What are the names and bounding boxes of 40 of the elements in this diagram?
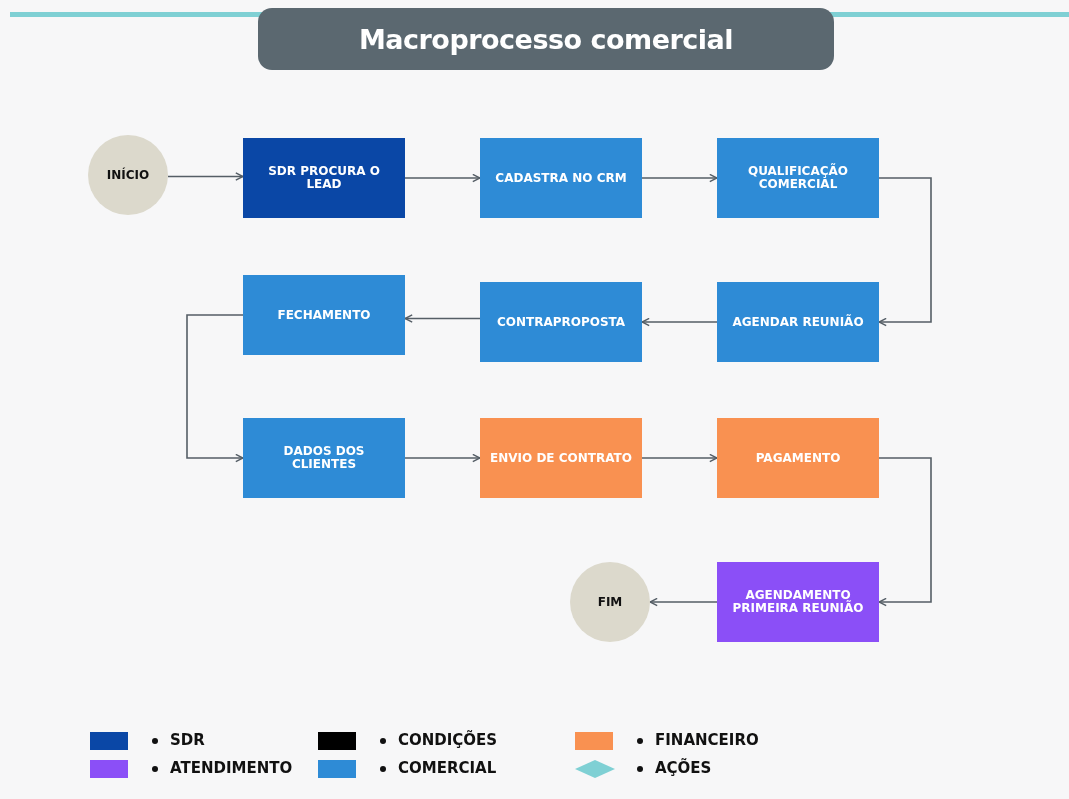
arrow <box>641 317 718 327</box>
arrow <box>404 453 481 463</box>
process-box <box>717 418 879 498</box>
arrow <box>641 173 718 183</box>
node-label: FECHAMENTO <box>277 308 371 322</box>
legend-label: FINANCEIRO <box>637 731 759 749</box>
process-box <box>480 282 642 362</box>
arrow <box>404 314 481 323</box>
arrow <box>878 177 932 327</box>
node-label: CADASTRA NO CRM <box>495 171 627 185</box>
title-banner: Macroprocesso comercial <box>258 8 834 70</box>
node-label: PAGAMENTO <box>755 451 841 465</box>
arrow <box>167 172 244 181</box>
process-box <box>243 275 405 355</box>
node-label: ENVIO DE CONTRATO <box>490 451 632 465</box>
legend-label: SDR <box>152 731 205 749</box>
legend-label: COMERCIAL <box>380 759 497 777</box>
node-label: FIM <box>597 595 623 609</box>
process-box <box>717 282 879 362</box>
process-box <box>480 138 642 218</box>
node-label: AGENDAR REUNIÃO <box>732 315 864 329</box>
process-box <box>717 562 879 642</box>
node-label: INÍCIO <box>106 168 150 182</box>
arrow <box>404 173 481 183</box>
legend-label: AÇÕES <box>637 759 712 777</box>
node-label: SDR PROCURA O LEAD <box>267 165 381 191</box>
node-label: AGENDAMENTO PRIMEIRA REUNIÃO <box>731 589 865 615</box>
legend-label: ATENDIMENTO <box>152 759 293 777</box>
process-box <box>717 138 879 218</box>
arrow <box>649 597 718 607</box>
process-box <box>243 418 405 498</box>
process-box <box>480 418 642 498</box>
node-label: DADOS DOS CLIENTES <box>282 445 366 471</box>
legend-label: CONDIÇÕES <box>380 731 498 749</box>
node-label: CONTRAPROPOSTA <box>496 315 626 329</box>
node-label: QUALIFICAÇÃO COMERCIAL <box>747 165 849 191</box>
arrow <box>878 457 932 607</box>
arrow <box>641 453 718 463</box>
process-box <box>243 138 405 218</box>
arrow <box>186 314 244 463</box>
